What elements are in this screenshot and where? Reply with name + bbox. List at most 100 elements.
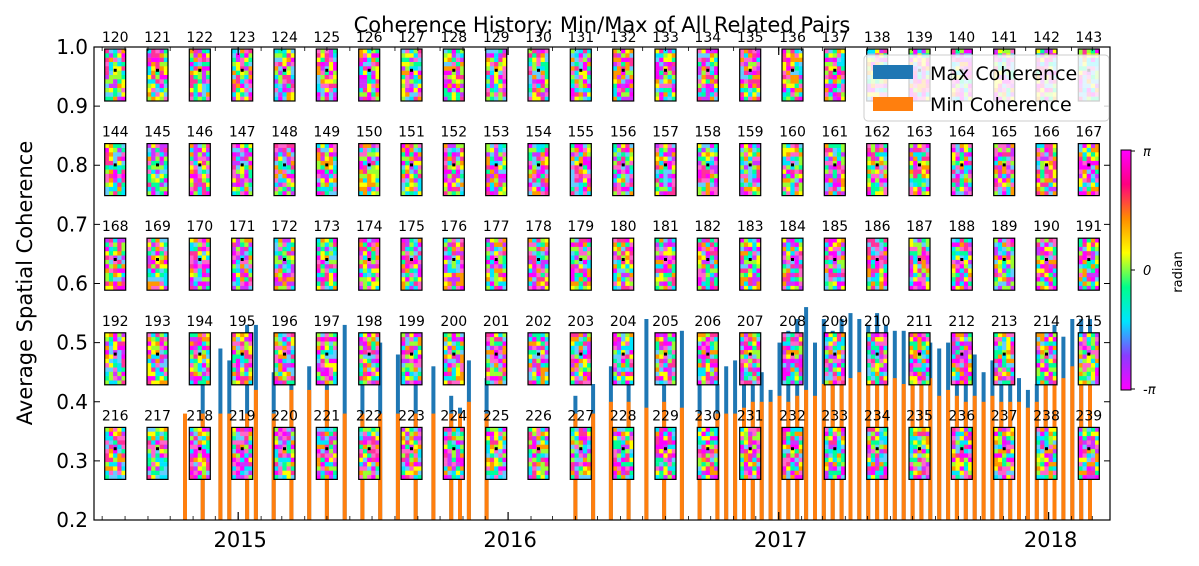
thumbnail-pixel	[544, 191, 550, 196]
thumbnail-135: 135	[737, 30, 764, 102]
thumbnail-pixel	[798, 251, 804, 256]
thumbnail-pixel	[1086, 147, 1092, 153]
thumbnail-pixel	[570, 165, 575, 170]
thumbnail-pixel	[155, 169, 160, 175]
thumbnail-pixel	[955, 169, 960, 175]
thumbnail-pixel	[1052, 255, 1058, 261]
thumbnail-pixel	[409, 143, 414, 149]
thumbnail-pixel	[151, 255, 156, 261]
thumbnail-pixel	[371, 49, 376, 54]
thumbnail-pixel	[201, 182, 207, 188]
thumbnail-pixel	[536, 186, 541, 192]
thumbnail-pixel	[1036, 285, 1041, 291]
thumbnail-pixel	[709, 191, 715, 196]
thumbnail-pixel	[629, 178, 634, 183]
thumbnail-168: 168	[102, 219, 129, 291]
thumbnail-pixel	[782, 186, 787, 192]
thumbnail-pixel	[240, 62, 245, 67]
thumbnail-pixel	[574, 156, 579, 162]
thumbnail-pixel	[494, 66, 499, 71]
thumbnail-pixel	[544, 255, 550, 261]
thumbnail-pixel	[798, 49, 804, 54]
thumbnail-pixel	[358, 66, 364, 71]
thumbnail-pixel	[574, 53, 579, 58]
thumbnail-pixel	[333, 57, 338, 63]
thumbnail-pixel	[917, 246, 922, 252]
thumbnail-pixel	[993, 191, 999, 196]
thumbnail-pixel	[536, 70, 541, 76]
thumbnail-pixel	[1078, 272, 1083, 278]
thumbnail-pixel	[235, 264, 241, 269]
thumbnail-pixel	[451, 281, 457, 287]
thumbnail-pixel	[782, 165, 787, 170]
thumbnail-pixel	[578, 49, 584, 54]
thumbnail-pixel	[155, 246, 160, 252]
thumbnail-pixel	[278, 246, 283, 252]
thumbnail-pixel	[274, 264, 279, 269]
thumbnail-pixel	[790, 160, 795, 166]
thumbnail-125: 125	[313, 30, 340, 102]
thumbnail-pixel	[828, 152, 833, 157]
thumbnail-pixel	[697, 62, 702, 67]
thumbnail-pixel	[1006, 268, 1011, 274]
thumbnail-pixel	[629, 75, 634, 80]
thumbnail-pixel	[629, 251, 634, 256]
thumbnail-pixel	[451, 92, 457, 97]
thumbnail-pixel	[498, 259, 503, 265]
thumbnail-pixel	[362, 75, 368, 80]
thumbnail-pixel	[587, 169, 592, 175]
thumbnail-pixel	[197, 53, 203, 58]
thumbnail-pixel	[498, 169, 503, 175]
thumbnail-pixel	[358, 143, 364, 149]
thumbnail-pixel	[485, 238, 491, 243]
thumbnail-pixel	[570, 182, 575, 188]
thumbnail-pixel	[578, 70, 584, 76]
thumbnail-pixel	[786, 178, 791, 183]
thumbnail-pixel	[367, 285, 372, 291]
thumbnail-pixel	[405, 191, 410, 196]
thumbnail-pixel	[235, 268, 241, 274]
thumbnail-pixel	[836, 264, 842, 269]
thumbnail-reference-point	[1002, 258, 1006, 261]
thumbnail-pixel	[794, 191, 800, 196]
thumbnail-pixel	[786, 191, 791, 196]
thumbnail-pixel	[193, 371, 198, 377]
thumbnail-pixel	[913, 143, 918, 149]
thumbnail-pixel	[875, 186, 880, 192]
thumbnail-pixel	[671, 57, 677, 63]
thumbnail-pixel	[1006, 178, 1011, 183]
thumbnail-reference-point	[1045, 163, 1048, 167]
thumbnail-pixel	[782, 49, 787, 54]
thumbnail-pixel	[231, 53, 237, 58]
thumbnail-pixel	[798, 268, 804, 274]
thumbnail-pixel	[324, 272, 330, 278]
thumbnail-pixel	[401, 96, 406, 102]
thumbnail-pixel	[1044, 285, 1049, 291]
thumbnail-pixel	[528, 272, 533, 278]
thumbnail-pixel	[201, 66, 207, 71]
thumbnail-pixel	[616, 182, 622, 188]
thumbnail-pixel	[574, 277, 579, 282]
thumbnail-pixel	[574, 147, 579, 153]
thumbnail-pixel	[235, 62, 241, 67]
thumbnail-pixel	[841, 281, 846, 287]
thumbnail-pixel	[498, 79, 503, 84]
thumbnail-reference-point	[156, 163, 159, 167]
thumbnail-pixel	[163, 363, 169, 368]
thumbnail-pixel	[113, 272, 118, 278]
thumbnail-pixel	[909, 277, 914, 282]
thumbnail-pixel	[528, 75, 533, 80]
thumbnail-pixel	[1036, 246, 1041, 252]
thumbnail-pixel	[621, 285, 626, 291]
thumbnail-pixel	[151, 332, 156, 338]
thumbnail-pixel	[629, 92, 634, 97]
thumbnail-pixel	[1040, 191, 1045, 196]
thumbnail-pixel	[104, 354, 110, 360]
thumbnail-pixel	[612, 178, 618, 183]
thumbnail-pixel	[1006, 156, 1011, 162]
thumbnail-pixel	[443, 147, 448, 153]
thumbnail-pixel	[671, 255, 677, 261]
thumbnail-label: 156	[610, 125, 637, 141]
thumbnail-pixel	[621, 156, 626, 162]
thumbnail-frame	[231, 237, 254, 291]
